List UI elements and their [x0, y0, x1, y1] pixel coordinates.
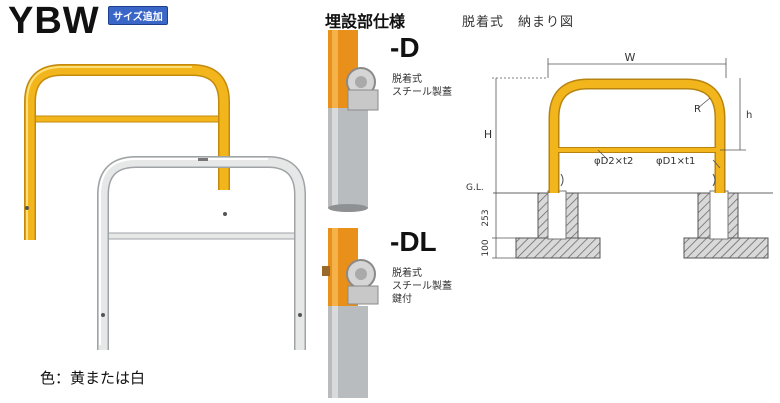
post-d-photo — [328, 30, 379, 212]
size-added-badge: サイズ追加 — [108, 6, 168, 25]
installation-diagram: W H R h φD2×t2 φD1×t1 G.L. 253 100 — [466, 51, 773, 259]
height-label: H — [484, 128, 492, 141]
variant-d-desc-line: スチール製蓋 — [392, 87, 452, 98]
product-photo — [24, 64, 306, 350]
foundation-left — [515, 190, 601, 259]
color-note: 色：黄または白 — [40, 369, 146, 387]
arch-bollard — [548, 78, 726, 193]
pipe-bar-label: φD2×t2 — [594, 156, 633, 167]
white-bollard — [97, 156, 306, 350]
embedded-parts-photo — [322, 30, 379, 398]
pipe-main-label: φD1×t1 — [656, 156, 695, 167]
variant-dl-desc-line: スチール製蓋 — [392, 281, 452, 292]
width-label: W — [625, 51, 636, 64]
embedded-spec-heading: 埋設部仕様 — [325, 12, 406, 31]
variant-d-desc: 脱着式 スチール製蓋 — [392, 73, 452, 99]
base-label: 100 — [481, 239, 491, 256]
depth-label: 253 — [481, 209, 491, 226]
yellow-bollard — [24, 64, 230, 240]
ground-level-label: G.L. — [466, 183, 484, 193]
variant-dl-desc-line: 鍵付 — [392, 294, 412, 305]
variant-d-code: -D — [390, 32, 420, 63]
h-label: h — [746, 110, 752, 121]
foundation-right — [683, 190, 769, 259]
product-title: YBW — [8, 0, 100, 42]
variant-d-desc-line: 脱着式 — [392, 74, 422, 85]
variant-dl-desc-line: 脱着式 — [392, 268, 422, 279]
variant-dl-desc: 脱着式 スチール製蓋 鍵付 — [392, 267, 452, 306]
diagram-title: 脱着式 納まり図 — [462, 15, 575, 30]
variant-dl-code: -DL — [390, 226, 437, 257]
post-dl-photo — [322, 228, 379, 398]
radius-label: R — [694, 104, 701, 115]
